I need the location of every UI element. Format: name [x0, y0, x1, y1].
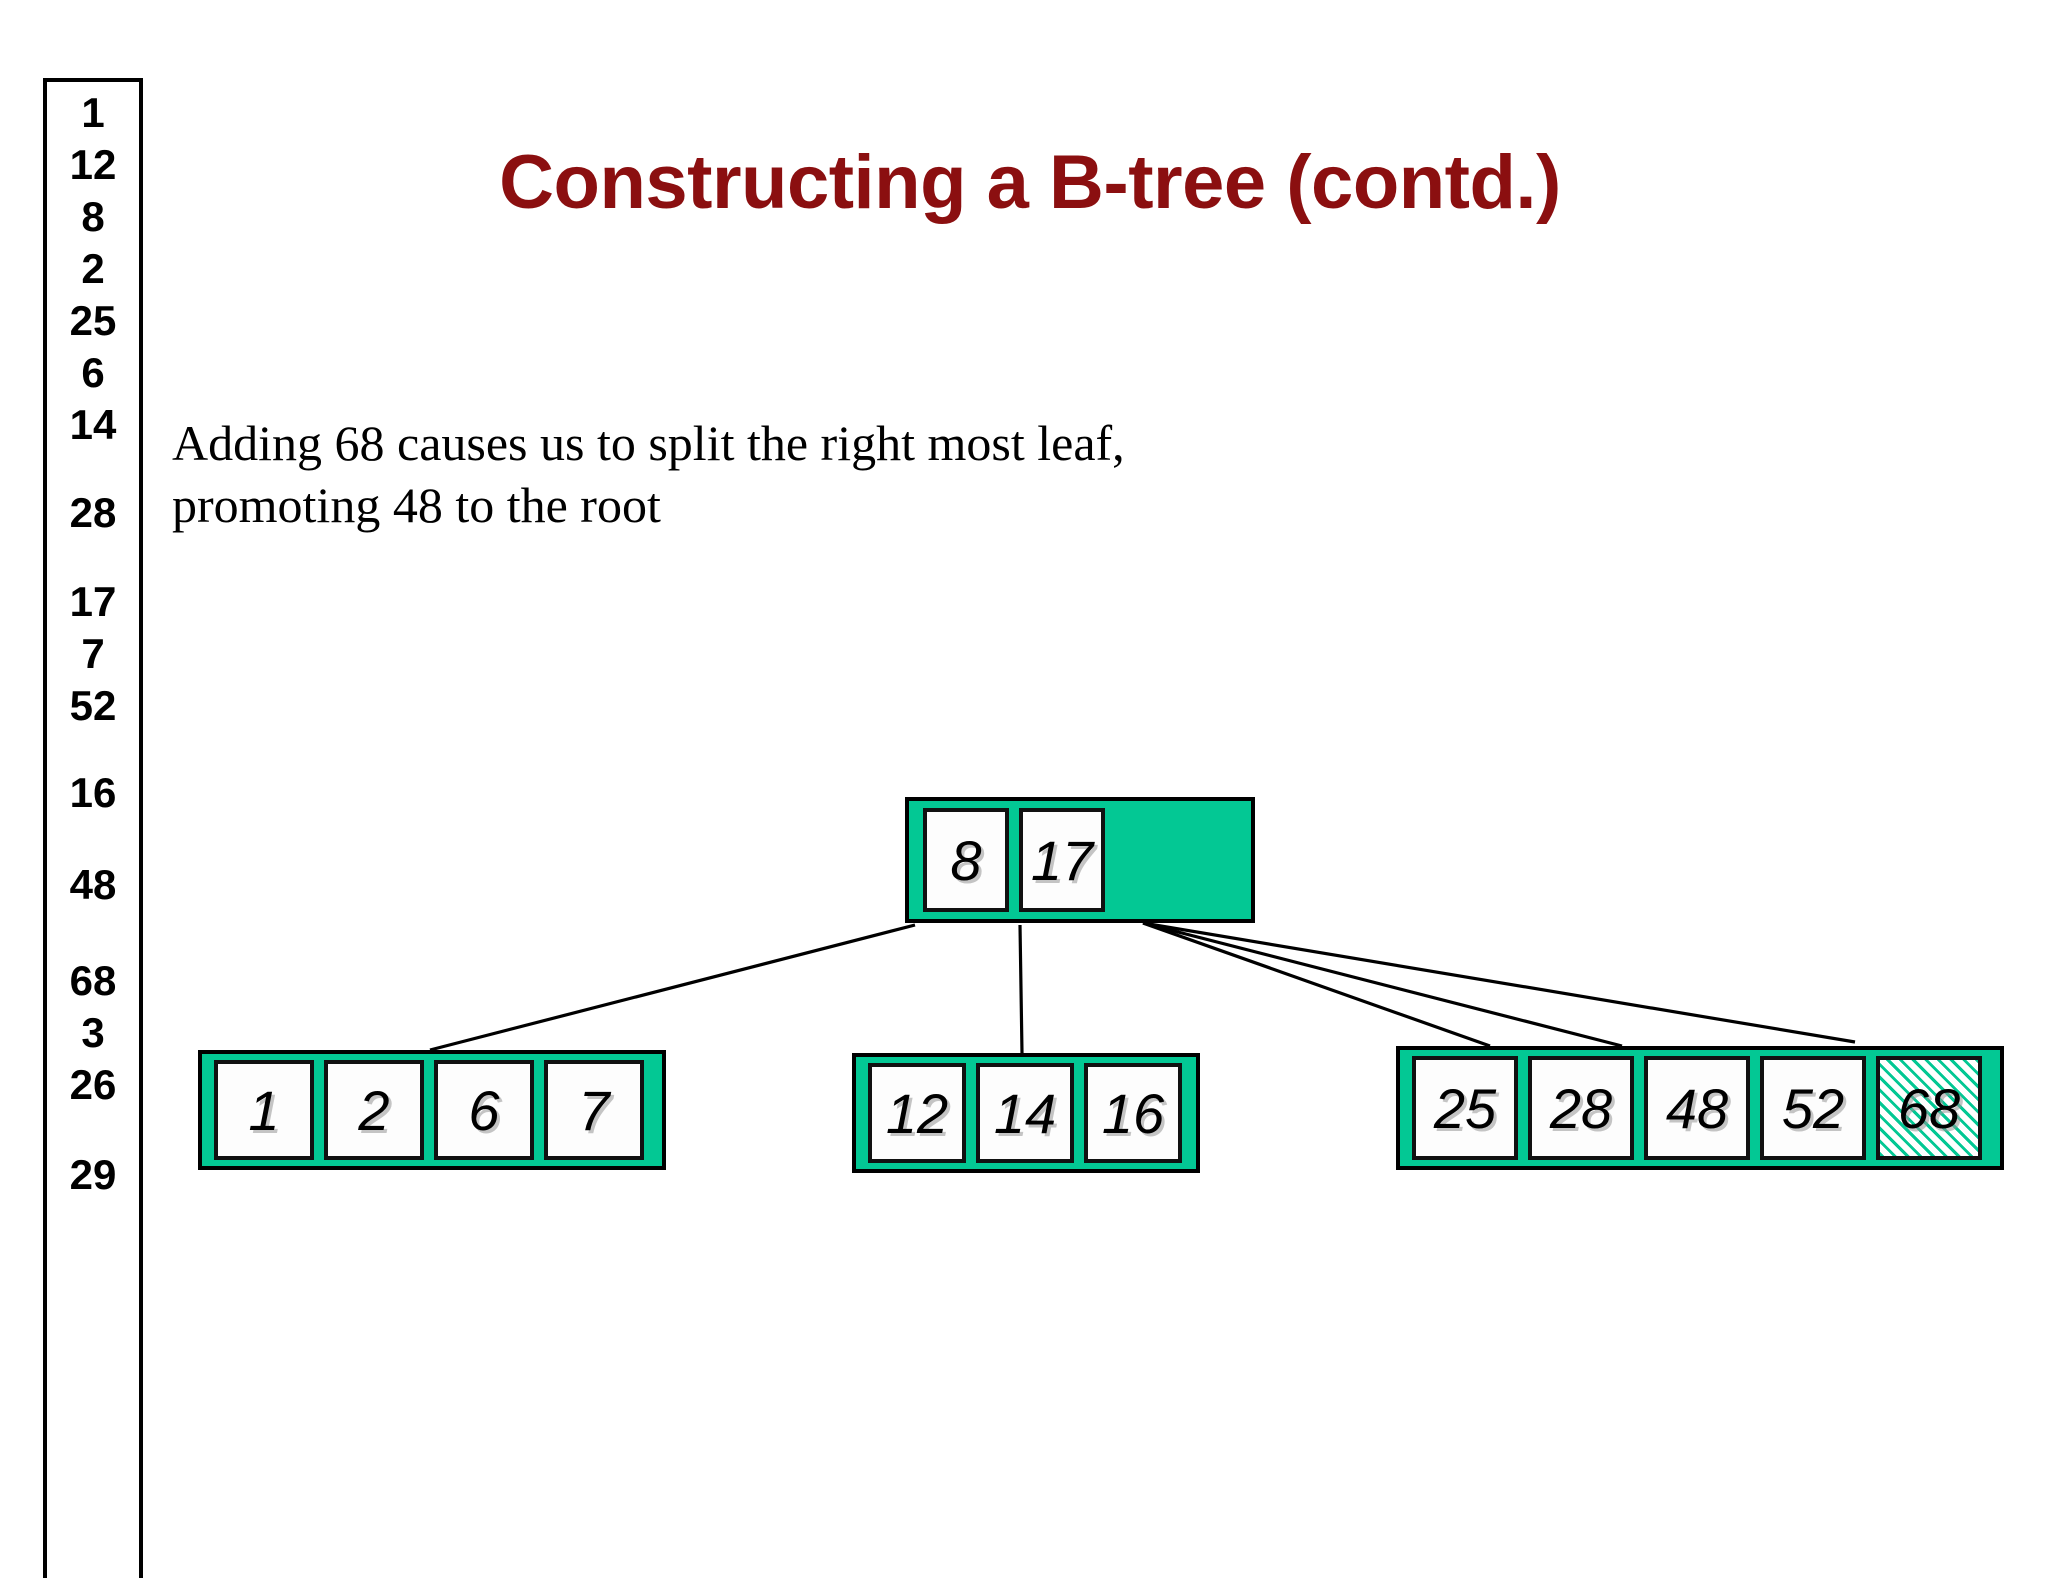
- sequence-item-3: 3: [81, 1009, 105, 1056]
- page-title: Constructing a B-tree (contd.): [499, 140, 1561, 225]
- btree-key-cell: 48: [1644, 1056, 1750, 1160]
- sequence-item-17: 17: [69, 578, 117, 625]
- body-line-1: Adding 68 causes us to split the right m…: [172, 415, 1125, 471]
- btree-key-cell: 17: [1019, 808, 1105, 912]
- body-line-2: promoting 48 to the root: [172, 477, 661, 533]
- sequence-item-26: 26: [69, 1061, 117, 1108]
- btree-edge-lines: [429, 921, 1856, 1054]
- btree-key-cell: 1: [214, 1060, 314, 1160]
- sequence-item-2: 2: [81, 245, 105, 292]
- insertion-sequence-list: 1 12 8 2 25 6 14 28 17 7 52 16 48 68 3 26 29: [47, 82, 139, 1578]
- slide-body-text: Adding 68 causes us to split the right m…: [172, 412, 1672, 536]
- btree-key-cell: 16: [1084, 1063, 1182, 1163]
- sequence-item-12: 12: [69, 141, 117, 188]
- btree-edge-root-bottom-right-a: [1142, 921, 1491, 1048]
- sequence-item-28: 28: [69, 489, 117, 536]
- btree-key-cell: 2: [324, 1060, 424, 1160]
- sequence-item-6: 6: [81, 349, 105, 396]
- sequence-item-8: 8: [81, 193, 105, 240]
- btree-key-cell: 12: [868, 1063, 966, 1163]
- btree-edge-root-bottom-center: [1018, 924, 1024, 1054]
- btree-key-cell: 6: [434, 1060, 534, 1160]
- sequence-item-68: 68: [69, 957, 117, 1004]
- sequence-item-14: 14: [69, 401, 117, 448]
- btree-edge-root-bottom-left: [429, 923, 916, 1052]
- sequence-item-29: 29: [69, 1151, 117, 1198]
- btree-key-cell: 14: [976, 1063, 1074, 1163]
- btree-key-cell: 7: [544, 1060, 644, 1160]
- sequence-item-16: 16: [69, 769, 117, 816]
- sequence-item-7: 7: [81, 630, 105, 677]
- btree-edge-root-bottom-right-b: [1142, 921, 1623, 1048]
- btree-key-cell: 52: [1760, 1056, 1866, 1160]
- sequence-item-52: 52: [69, 682, 117, 729]
- sequence-item-1: 1: [81, 89, 105, 136]
- btree-key-cell: 8: [923, 808, 1009, 912]
- btree-key-cell: 25: [1412, 1056, 1518, 1160]
- btree-key-cell: 68: [1876, 1056, 1982, 1160]
- btree-edge-root-bottom-right-c: [1142, 921, 1856, 1044]
- sequence-item-48: 48: [69, 861, 117, 908]
- sequence-item-25: 25: [69, 297, 117, 344]
- insertion-sequence-panel: 1 12 8 2 25 6 14 28 17 7 52 16 48 68 3 26 29: [43, 78, 143, 1578]
- btree-key-cell: 28: [1528, 1056, 1634, 1160]
